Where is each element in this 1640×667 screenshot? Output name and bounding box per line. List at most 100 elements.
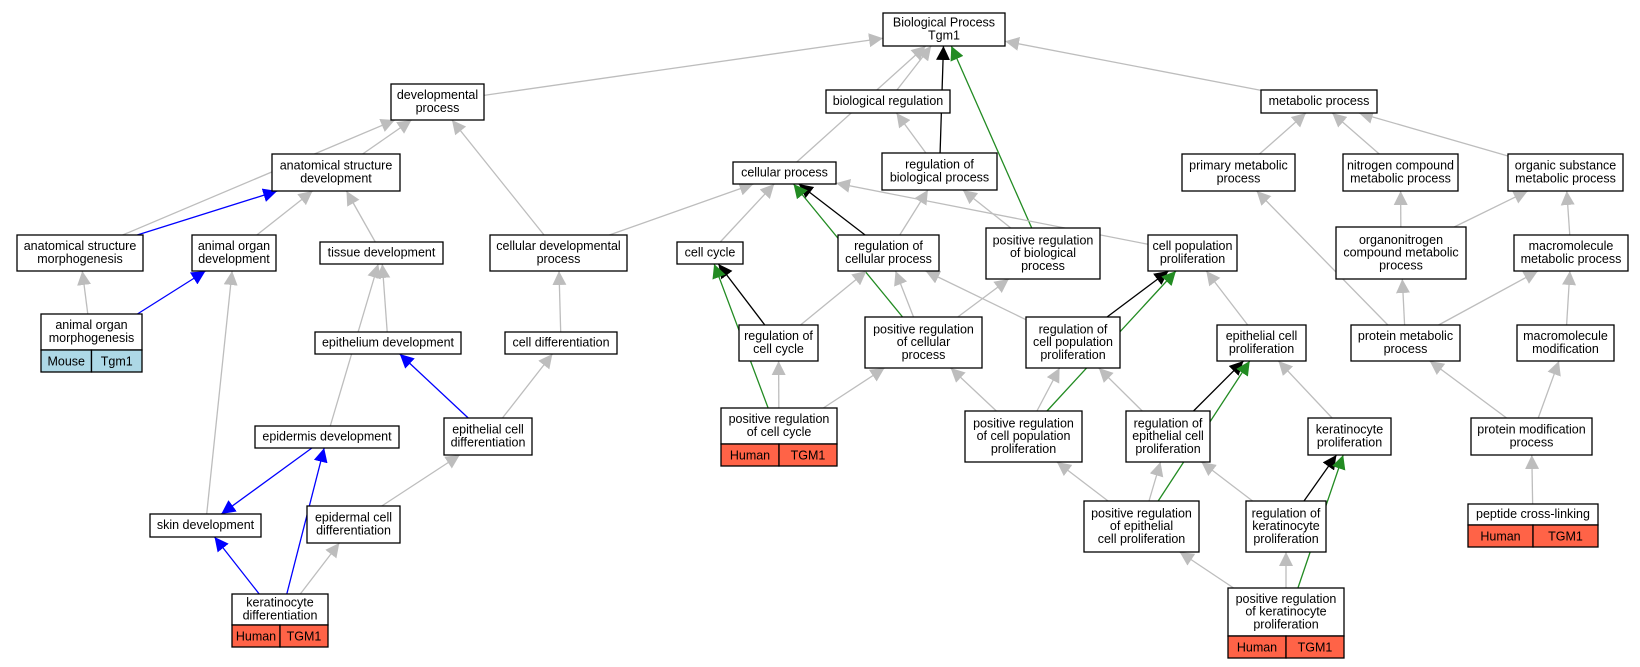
go-term-box [1083,500,1200,553]
edge-metab-to-bp [1004,36,1262,92]
gene-cell [1532,524,1599,548]
go-term-node-celldiff[interactable]: cell differentiation [504,331,618,355]
edge-posregcell-to-posregbio [957,278,1010,318]
edge-kerdiff-to-skin [214,536,260,595]
go-term-label: protein modification [1477,423,1585,437]
go-term-label: process [1379,258,1423,272]
go-term-label: regulation of [854,239,923,253]
go-term-label: positive regulation [973,416,1074,430]
go-term-label: macromolecule [1529,239,1614,253]
go-term-node-cellproc[interactable]: cellular process [732,161,837,185]
species-label: Human [236,630,276,644]
go-term-node-skin[interactable]: skin development [149,513,262,538]
edge-celldev-to-devproc [451,119,545,236]
edge-regbio-to-bioreg [895,112,927,154]
edge-regcell-to-cellproc [798,183,866,236]
go-term-node-cellcycle[interactable]: cell cycle [676,241,744,265]
edge-epcelldiff-to-epidev [399,353,469,419]
go-term-label: process [416,101,460,115]
go-term-node-epidermis[interactable]: epidermis development [254,425,400,449]
go-term-box [149,513,262,538]
go-term-box [720,407,838,445]
go-term-node-metab[interactable]: metabolic process [1260,89,1378,114]
go-term-label: modification [1532,342,1599,356]
edge-devproc-to-bp [483,33,884,96]
go-term-box [1470,417,1593,456]
go-term-label: keratinocyte [246,596,313,610]
go-term-label: organonitrogen [1359,233,1443,247]
go-term-label: process [1217,171,1261,185]
edge-epidermalcd-to-epcelldiff [381,454,461,507]
go-term-label: regulation of [905,158,974,172]
go-term-box [1260,89,1378,114]
go-term-box [16,234,144,272]
go-term-label: differentiation [451,435,526,449]
edge-protmod-to-protmet [1429,360,1507,419]
gene-cell [1285,635,1345,659]
go-term-label: positive regulation [1091,506,1192,520]
go-term-box [504,331,618,355]
edge-posregcpp-to-posregcell [950,367,997,412]
go-term-box [1350,324,1461,362]
go-term-label: epithelial cell [452,423,524,437]
go-term-label: regulation of [1134,416,1203,430]
go-term-label: regulation of [1252,506,1321,520]
edge-regkp-to-kerprolif [1303,454,1337,502]
go-term-label: regulation of [1039,322,1108,336]
go-term-label: process [1384,342,1428,356]
go-term-label: of cell population [977,429,1071,443]
go-term-label: cell proliferation [1098,532,1186,546]
go-term-label: proliferation [1040,348,1105,362]
go-term-label: cellular process [845,252,932,266]
edge-epidermis-to-skin [220,447,313,515]
go-term-box [1181,153,1296,192]
go-term-node-bioreg[interactable]: biological regulation [825,89,951,114]
go-term-label: skin development [157,518,255,532]
edge-posregcell-to-regcell [894,270,915,318]
go-term-label: positive regulation [1236,592,1337,606]
go-term-box [864,316,983,369]
species-label: Human [1480,530,1520,544]
go-term-label: epithelium development [322,336,455,350]
go-term-label: proliferation [1253,617,1318,631]
go-term-node-tissue[interactable]: tissue development [319,241,444,265]
edge-posregbio-to-bp [950,45,1033,229]
go-term-node-epidev[interactable]: epithelium development [314,331,462,355]
edge-posregepcp-to-regepcp [1148,461,1164,502]
